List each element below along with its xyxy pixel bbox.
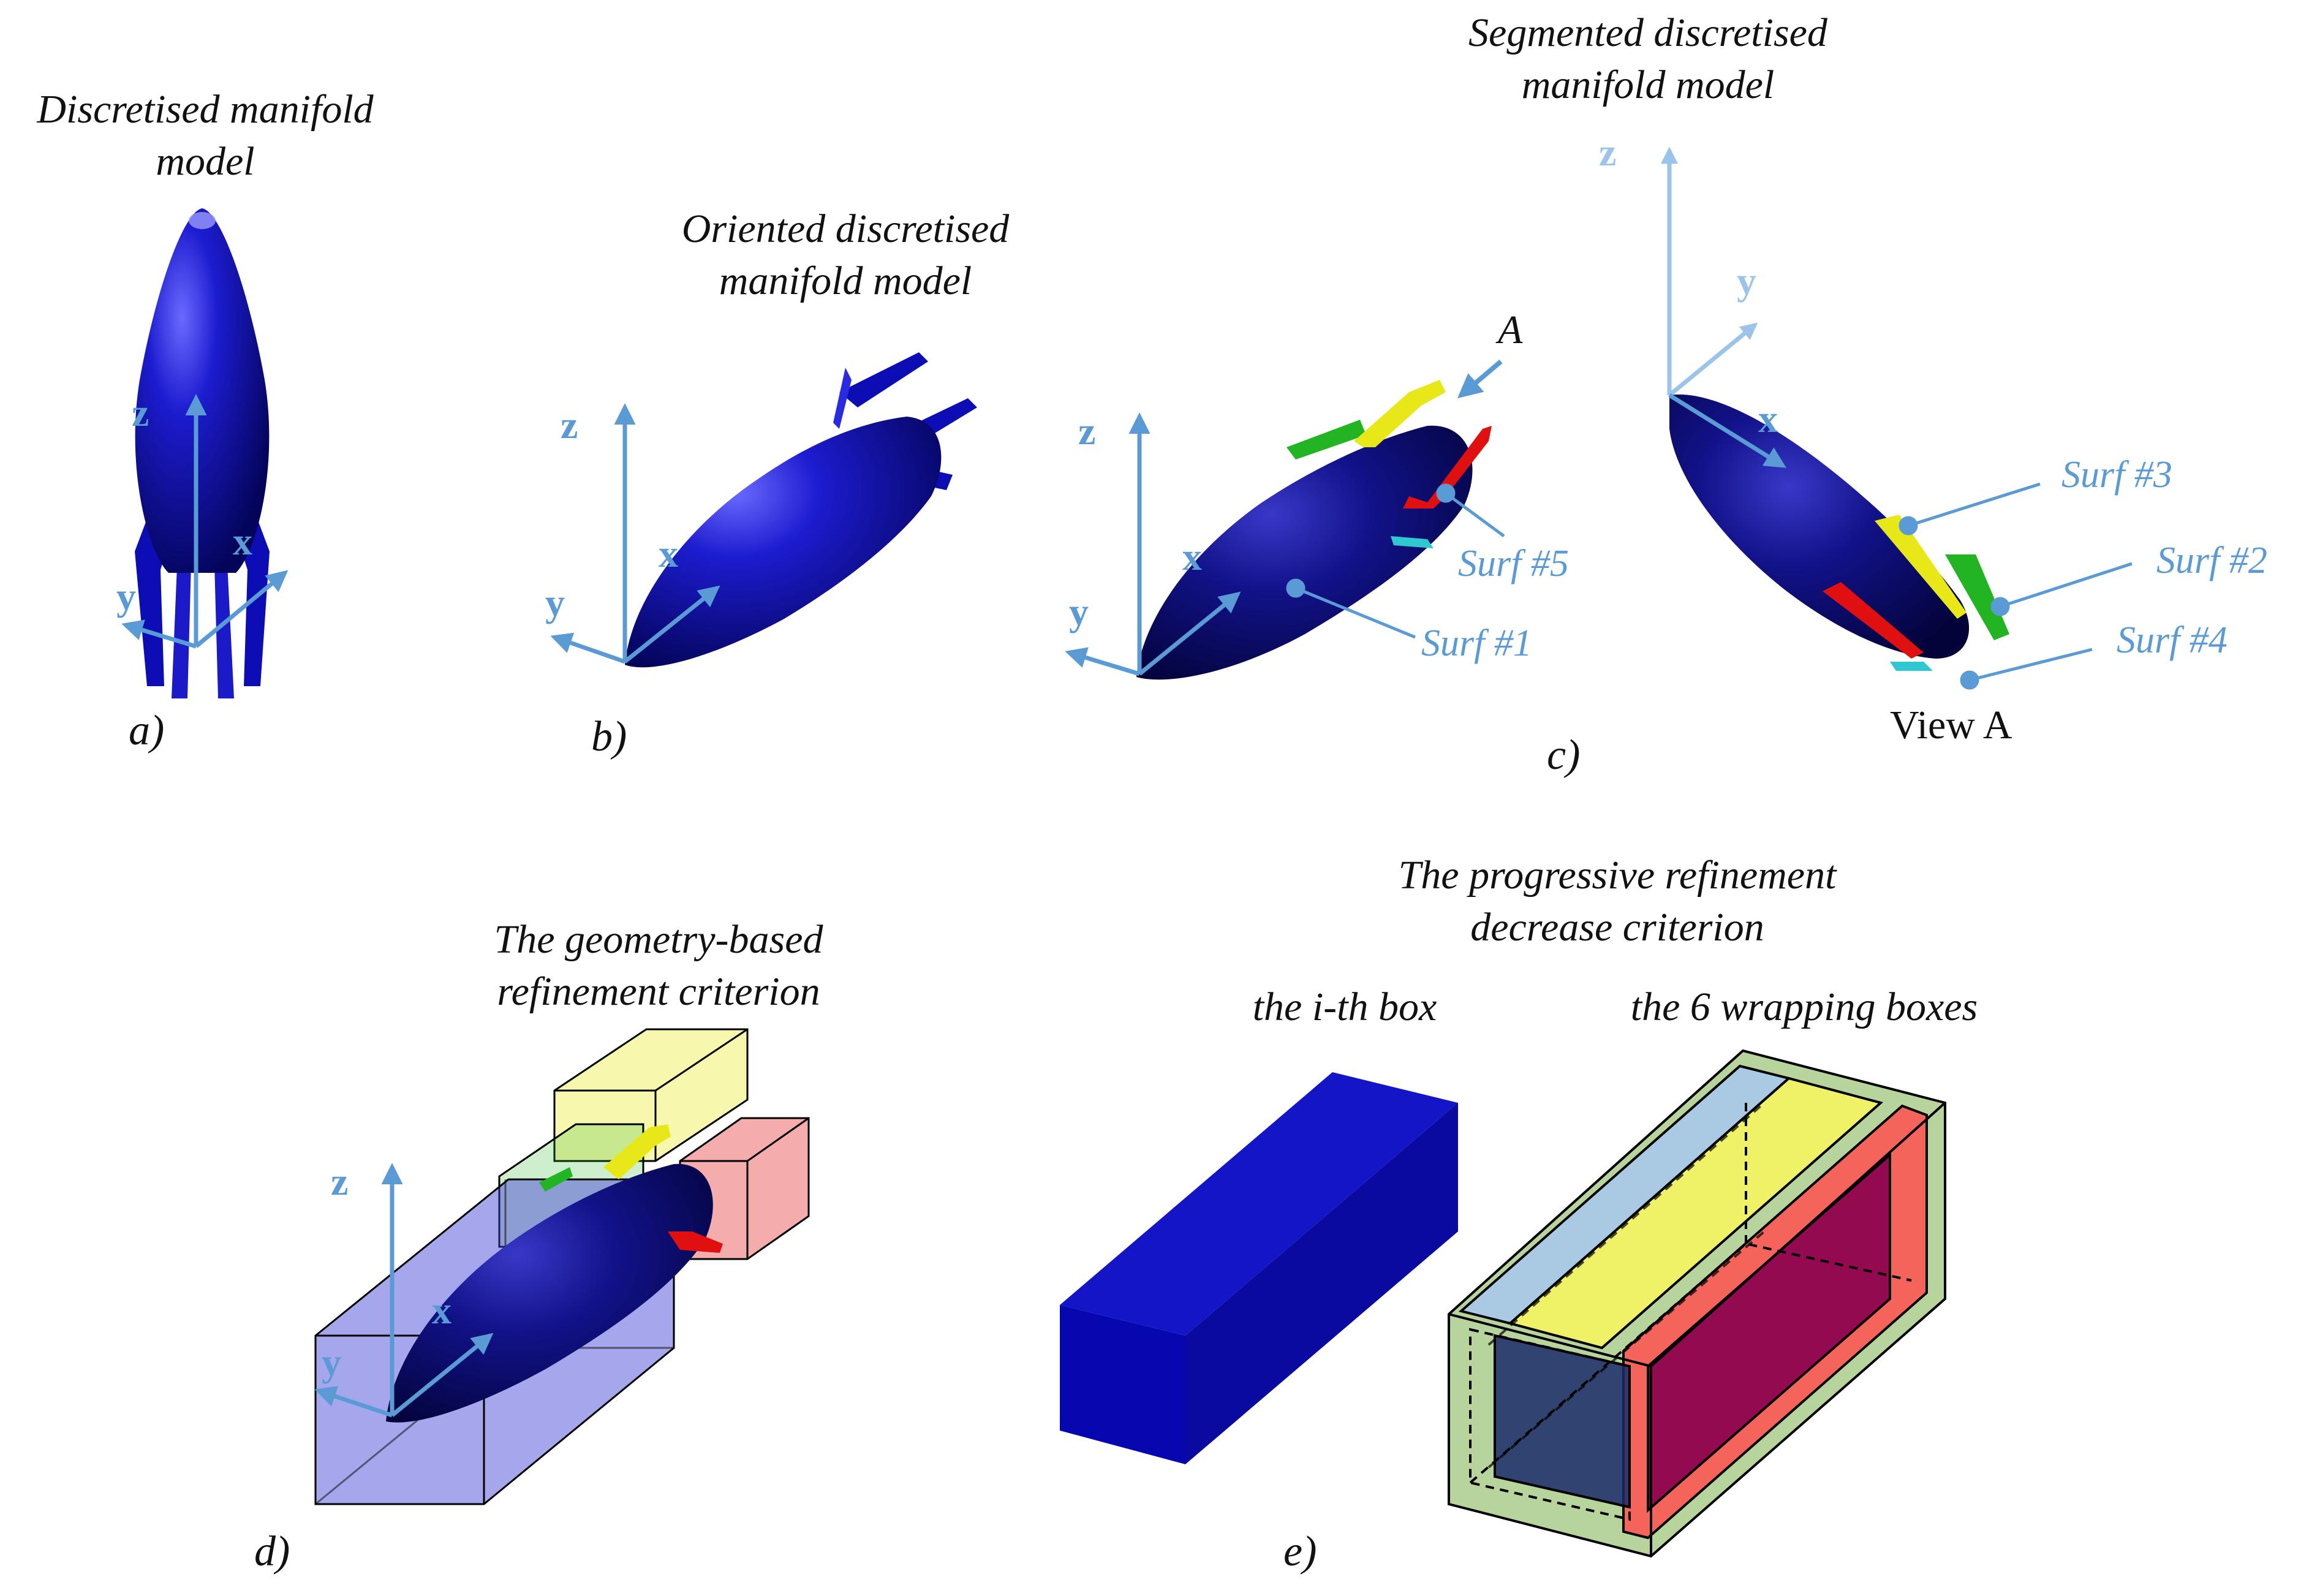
- axis-z-label: z: [561, 403, 578, 447]
- view-a-label: View A: [1890, 703, 2012, 747]
- axis-x-label: x: [659, 532, 678, 575]
- axis-y-label: y: [1069, 590, 1089, 633]
- surf-leaders-right: [1899, 482, 2133, 690]
- panel-d-axes: [314, 1163, 494, 1418]
- wrapping-boxes: [1448, 1049, 1946, 1558]
- panel-c-axes: [1065, 412, 1241, 676]
- panel-d-caption-line1: The geometry-based: [494, 917, 823, 962]
- rocket-fin-red: [668, 1231, 723, 1253]
- axis-y-label: y: [116, 575, 136, 618]
- panel-b-caption-line1: Oriented discretised: [682, 206, 1010, 251]
- surf-4-fin: [1391, 536, 1434, 548]
- surf-1-leader: [1295, 586, 1416, 639]
- wrap-box-front: [1494, 1334, 1631, 1509]
- surf-1-label: Surf #1: [1421, 622, 1532, 664]
- surf-leaders-left: [1286, 483, 1505, 639]
- panel-a-label: a): [129, 707, 164, 754]
- panel-a-caption-line2: model: [156, 139, 254, 184]
- ith-box-top: [1060, 1072, 1458, 1336]
- view-a-axes: [1661, 146, 1758, 397]
- surf-2-label: Surf #2: [2156, 540, 2267, 581]
- rocket-vertical: [135, 208, 270, 698]
- panel-d: The geometry-based refinement criterion: [254, 917, 824, 1575]
- panel-b-label: b): [591, 713, 627, 760]
- panel-d-label: d): [254, 1528, 290, 1575]
- view-marker-arrow: [1457, 359, 1503, 399]
- surf-5-leader: [1445, 491, 1505, 538]
- view-a-surf-2: [1945, 554, 2009, 640]
- surf-5-fin: [1403, 426, 1492, 509]
- surf-5-label: Surf #5: [1458, 543, 1569, 584]
- rocket-fin-front-left: [172, 551, 191, 698]
- surf-3-leader: [1908, 482, 2041, 528]
- panel-b-axes: [550, 403, 720, 664]
- panel-a-axes: [121, 394, 289, 649]
- view-a-body: [1669, 394, 1970, 659]
- ith-box: [1060, 1072, 1458, 1464]
- view-a-axis-x-arrow: [1668, 393, 1786, 468]
- axis-y-arrow: [550, 632, 626, 664]
- axis-y-label: y: [545, 581, 565, 624]
- ith-box-label: the i-th box: [1253, 985, 1437, 1029]
- rocket-nose-highlight: [189, 212, 216, 229]
- panel-b: Oriented discretised manifold model z y …: [545, 206, 1010, 760]
- wrap-box-yellow: [1507, 1076, 1884, 1350]
- surf-2-fin: [1287, 420, 1366, 460]
- ith-box-front: [1060, 1305, 1185, 1464]
- axis-y-arrow: [314, 1386, 393, 1418]
- axis-z-label: z: [132, 391, 149, 434]
- view-a-surf-4: [1890, 662, 1933, 671]
- panel-e-label: e): [1283, 1528, 1317, 1575]
- axis-y-label: y: [322, 1341, 341, 1384]
- axis-x-label: x: [1182, 535, 1202, 578]
- surf-1-body: [1136, 425, 1473, 680]
- panel-c: Segmented discretised manifold model z y…: [1065, 10, 2267, 779]
- surf-3-label: Surf #3: [2061, 454, 2172, 496]
- panel-c-caption-line2: manifold model: [1522, 62, 1774, 107]
- view-marker-label: A: [1495, 308, 1523, 352]
- panel-c-label: c): [1547, 732, 1580, 779]
- rocket-segmented: [1136, 380, 1492, 680]
- axis-x-label: x: [233, 520, 252, 563]
- axis-x-label: x: [432, 1288, 452, 1332]
- surf-4-leader: [1969, 648, 2093, 682]
- axis-z-label: z: [1078, 409, 1095, 453]
- surf-2-leader: [2000, 562, 2133, 608]
- rocket-fin-yellow: [603, 1124, 671, 1179]
- axis-x-arrow: [390, 1333, 494, 1417]
- rocket-fin-top: [839, 352, 928, 407]
- panel-d-caption-line2: refinement criterion: [497, 969, 820, 1014]
- panel-c-caption-line1: Segmented discretised: [1468, 10, 1828, 55]
- panel-b-caption-line2: manifold model: [719, 259, 972, 303]
- rocket-body: [386, 1163, 713, 1423]
- view-a-axis-z-label: z: [1599, 130, 1616, 174]
- view-a-surf-3: [1875, 515, 1967, 619]
- view-a-axis-y-arrow: [1668, 322, 1758, 397]
- panel-e-caption-line1: The progressive refinement: [1399, 853, 1838, 898]
- panel-a-caption-line1: Discretised manifold: [36, 87, 374, 132]
- view-a-surf-5: [1823, 582, 1924, 659]
- ith-box-side: [1185, 1103, 1458, 1464]
- axis-x-arrow: [623, 585, 720, 664]
- view-a-axis-y-label: y: [1737, 259, 1756, 303]
- surf-4-label: Surf #4: [2117, 619, 2227, 661]
- rocket-in-boxes: [386, 1124, 723, 1423]
- panel-e: The progressive refinement decrease crit…: [1060, 853, 1978, 1575]
- rocket-fin-green: [539, 1167, 573, 1192]
- wrapping-boxes-label: the 6 wrapping boxes: [1631, 985, 1978, 1029]
- surf-3-fin: [1354, 380, 1446, 447]
- axis-z-label: z: [331, 1160, 348, 1203]
- axis-y-arrow: [121, 619, 197, 649]
- rocket-view-a: [1669, 394, 2009, 671]
- axis-y-arrow: [1065, 647, 1141, 676]
- axis-x-arrow: [194, 570, 289, 648]
- view-a-axis-x-label: x: [1758, 397, 1778, 441]
- rocket-fin-upper: [833, 368, 852, 429]
- rocket-body: [135, 208, 270, 573]
- panel-e-caption-line2: decrease criterion: [1470, 905, 1764, 950]
- panel-a: Discretised manifold model z y x a): [36, 87, 374, 754]
- axis-x-arrow: [1138, 591, 1241, 676]
